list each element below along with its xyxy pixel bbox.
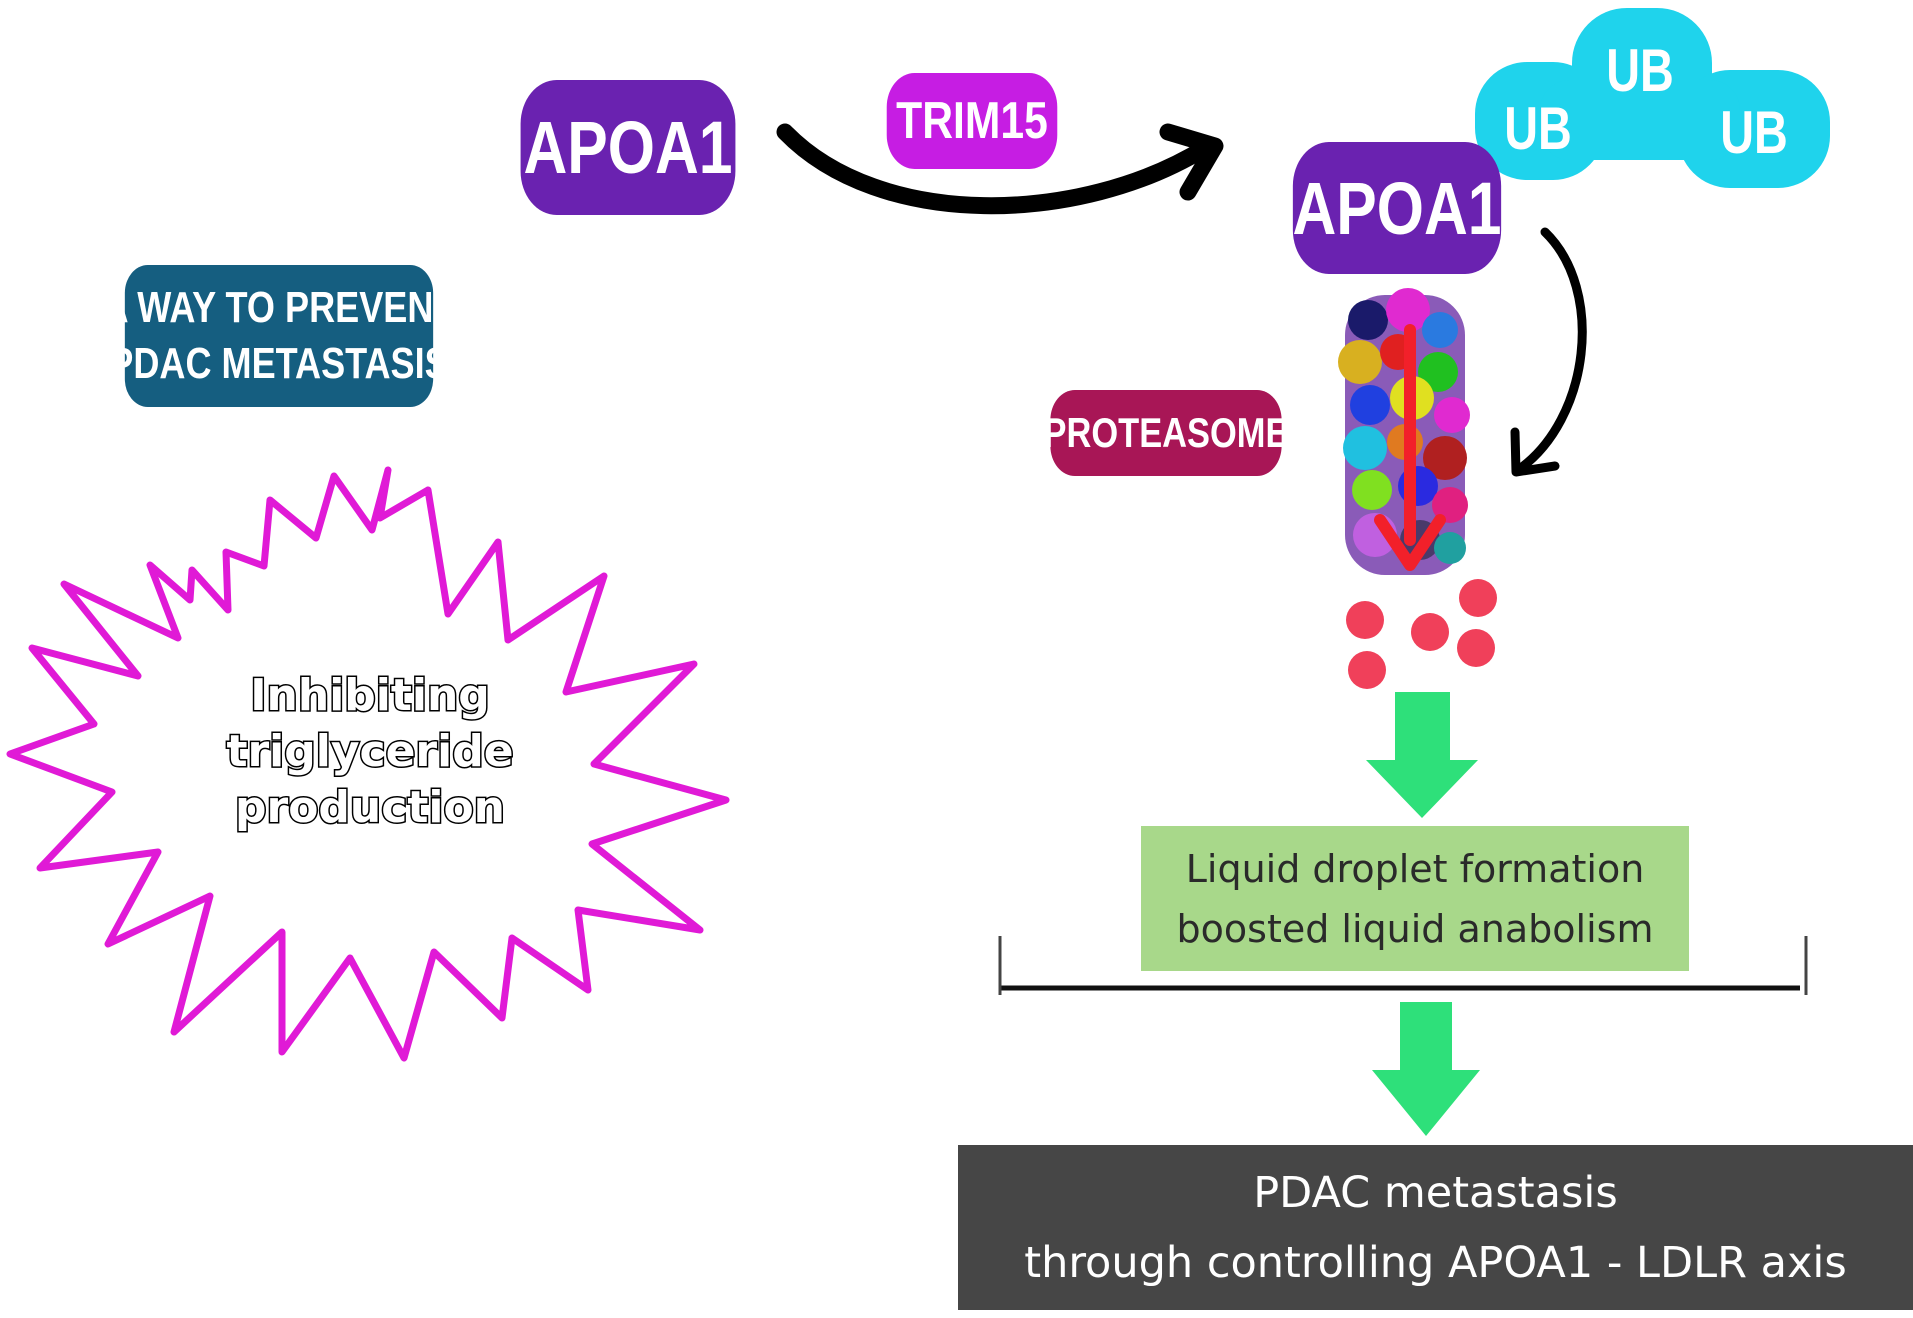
- green-arrow-1: [1366, 692, 1478, 818]
- ubiquitination-arrow: [776, 123, 1214, 215]
- apoa1-ubiquitinated-node: APOA1: [1292, 142, 1502, 274]
- ub-label-1: UB: [1504, 94, 1572, 162]
- proteasome-label: PROTEASOME: [1044, 390, 1288, 476]
- droplet-formation-box: Liquid droplet formation boosted liquid …: [1141, 826, 1689, 971]
- trim15-label: TRIM15: [886, 73, 1058, 169]
- ubiquitination-arrowhead: [1159, 123, 1224, 201]
- bracket-line: [998, 936, 1808, 995]
- droplet-line-2: boosted liquid anabolism: [1176, 906, 1654, 951]
- ub-label-3: UB: [1720, 98, 1788, 166]
- degradation-red-arrowhead: [1374, 514, 1446, 571]
- prevent-metastasis-label: A WAY TO PREVENT PDAC METASTASIS: [103, 265, 455, 407]
- outcome-line-2: through controlling APOA1 - LDLR axis: [1024, 1237, 1847, 1288]
- green-arrow-2: [1372, 1002, 1480, 1136]
- prevent-line-2: PDAC METASTASIS: [109, 339, 449, 388]
- proteasome-molecule: [1338, 288, 1470, 575]
- outcome-line-1: PDAC metastasis: [1253, 1167, 1618, 1218]
- star-line-1: Inhibiting: [249, 669, 492, 723]
- starburst-shape: [6, 466, 730, 1062]
- ub-label-2: UB: [1606, 36, 1674, 104]
- star-line-3: production: [234, 781, 507, 835]
- degradation-curve-arrowhead: [1510, 427, 1560, 477]
- star-line-2: triglyceride: [225, 725, 515, 779]
- degradation-curve-arrow: [1513, 227, 1587, 475]
- starburst-text: Inhibiting triglyceride production: [180, 668, 560, 836]
- prevent-line-1: A WAY TO PREVENT: [102, 283, 456, 332]
- peptide-fragments: [1346, 579, 1497, 689]
- droplet-line-1: Liquid droplet formation: [1185, 846, 1645, 891]
- apoa1-node: APOA1: [520, 80, 736, 215]
- outcome-box: PDAC metastasis through controlling APOA…: [958, 1145, 1913, 1310]
- ubiquitin-cloud: [1475, 8, 1830, 188]
